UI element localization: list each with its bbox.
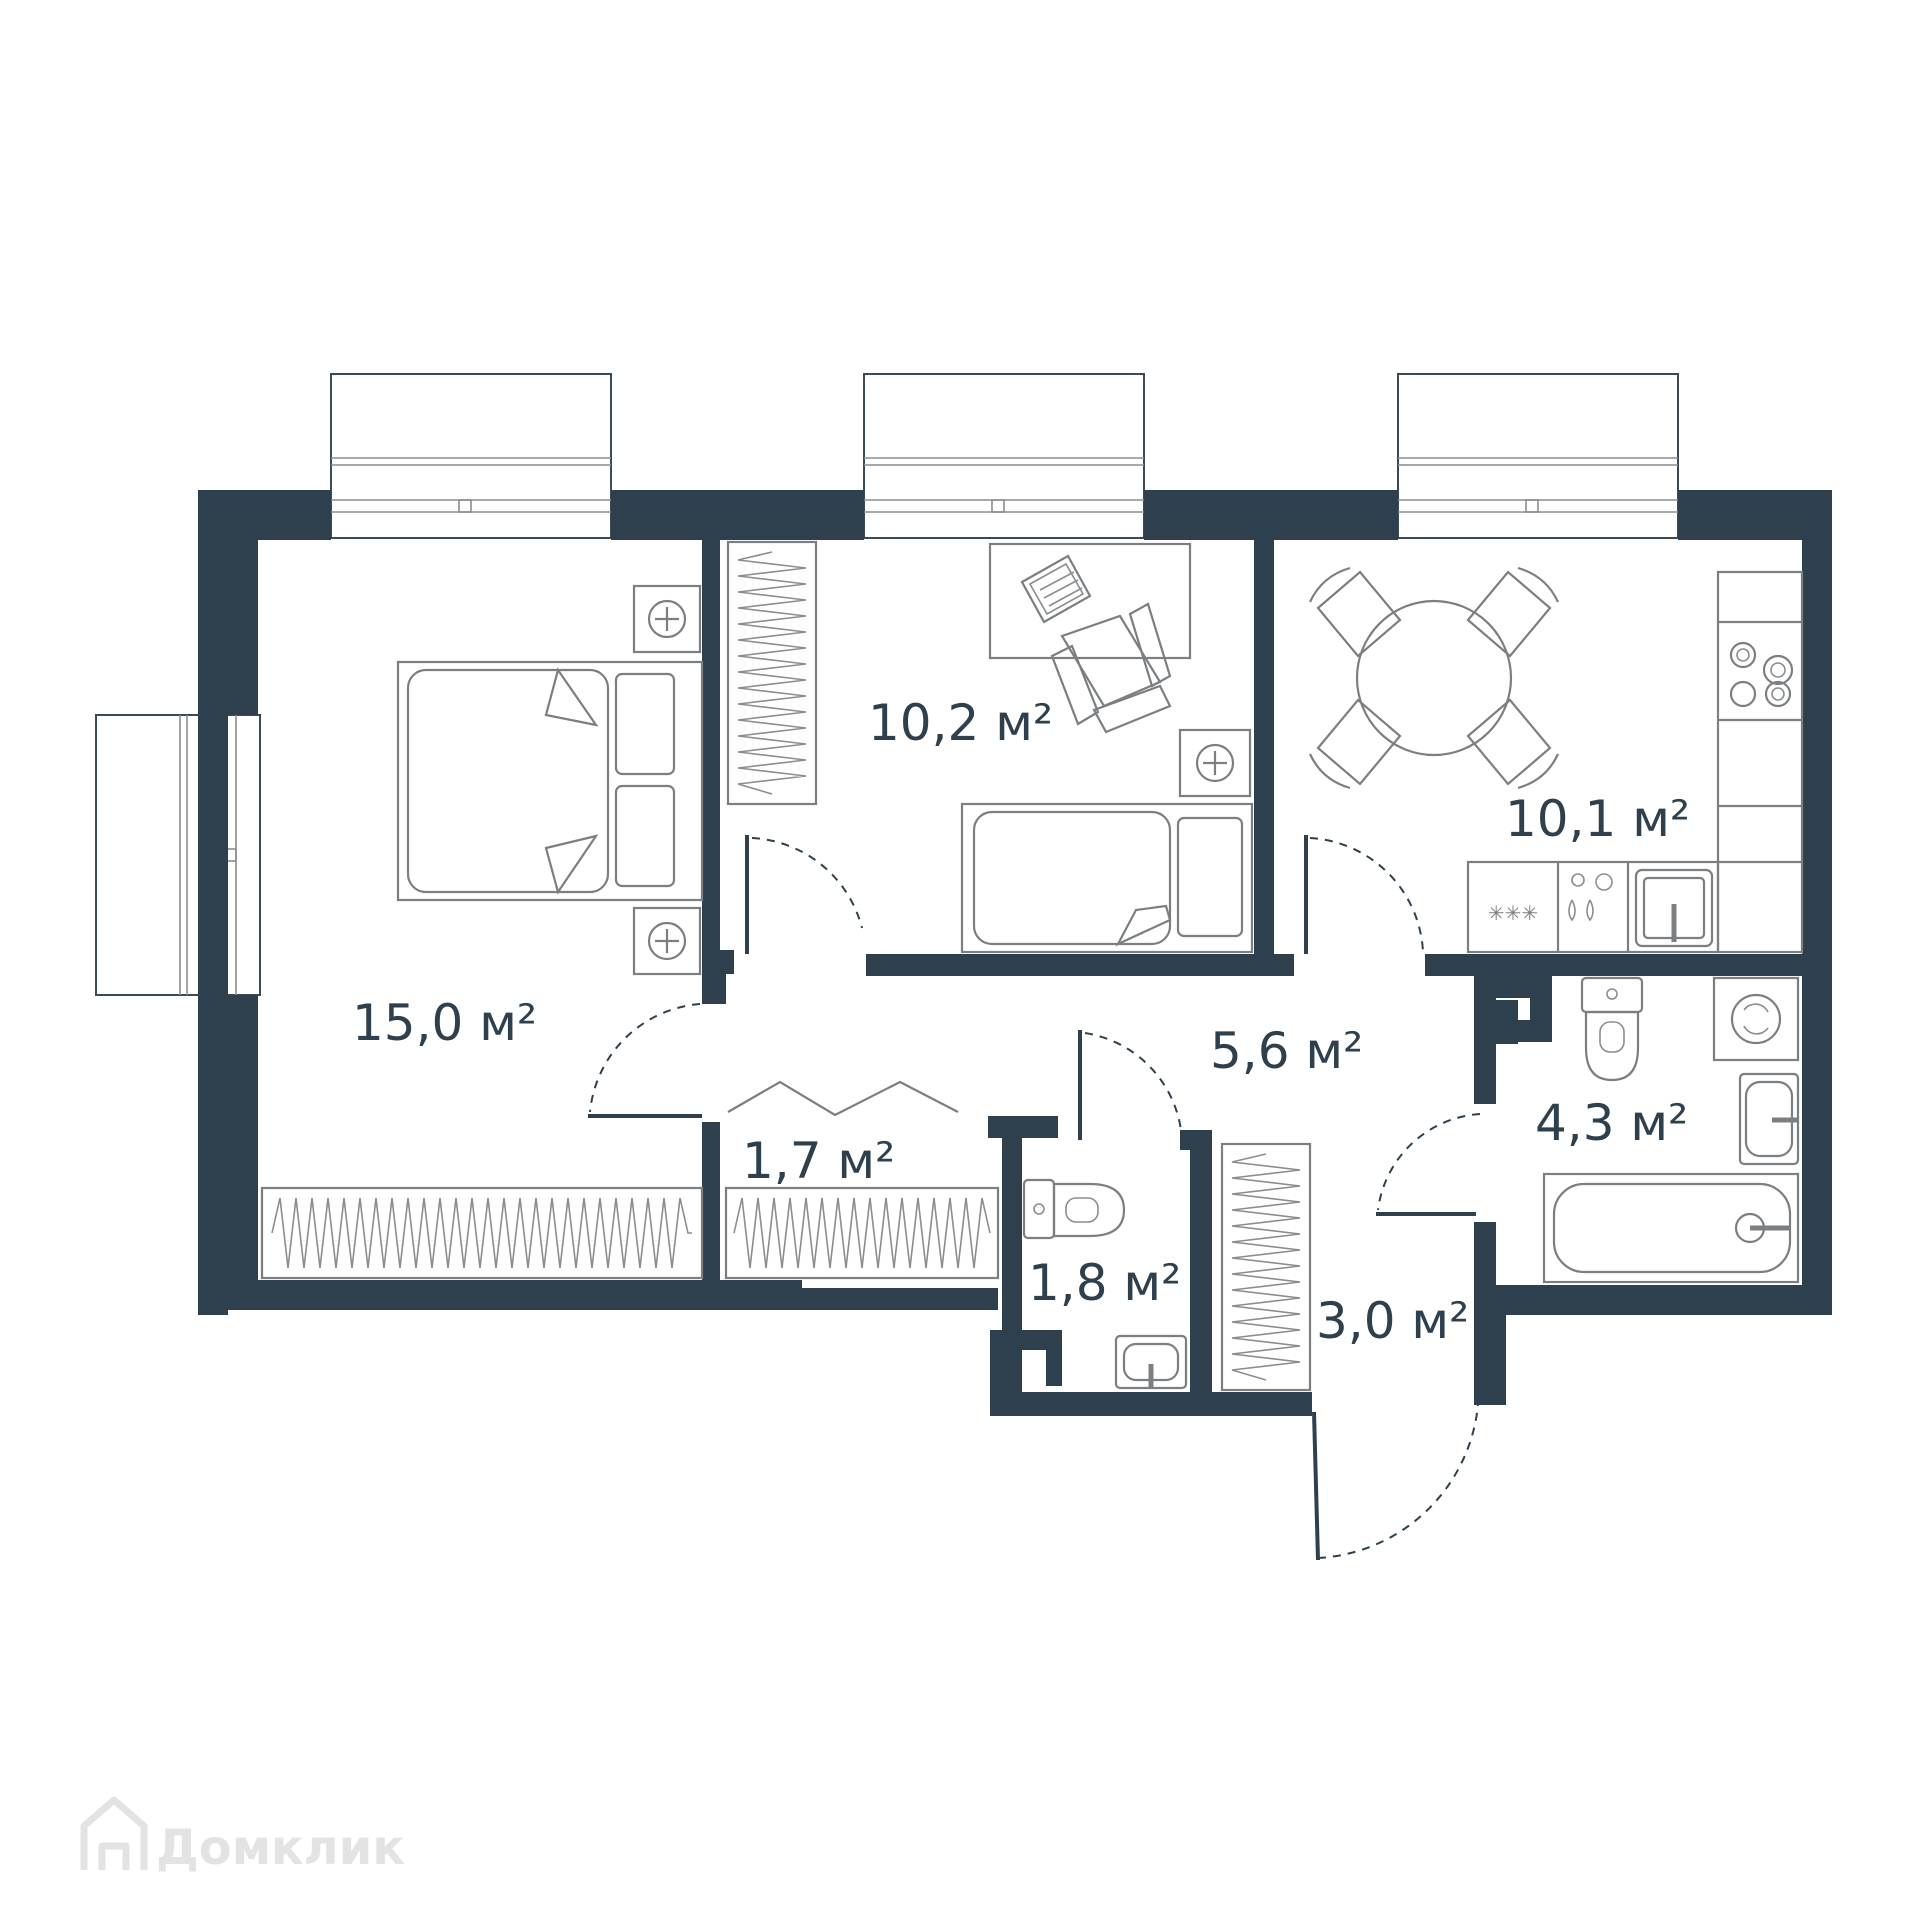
door-wc [1078,1030,1183,1141]
area-label-closet: 1,7 м² [742,1132,895,1190]
desk-icon [988,542,1192,660]
folding-door-icon [727,1080,959,1117]
room-labels: 15,0 м² 10,2 м² 10,1 м² 5,6 м² 4,3 м² 1,… [352,694,1690,1350]
watermark: Домклик [80,1796,405,1876]
area-label-room: 10,2 м² [868,694,1053,752]
wardrobe-room-icon [726,540,818,806]
svg-text:✳✳✳: ✳✳✳ [1488,901,1538,925]
bathtub-icon [1542,1172,1800,1284]
entrance-furniture [1220,1142,1312,1392]
nightstand-bottom-icon [632,906,702,976]
laptop-icon [1020,554,1092,624]
office-chair-icon [1050,602,1172,734]
walls [198,490,1832,1416]
kitchen-counter-bottom [1466,860,1720,954]
door-bedroom [588,1003,702,1118]
dining-table-icon [1309,566,1559,790]
window-bedroom-top [330,373,612,539]
window-room-top [863,373,1145,539]
chair-icon [1309,566,1402,658]
windows [95,373,1679,996]
washing-machine-icon [1712,976,1800,1062]
area-label-entrance: 3,0 м² [1316,1292,1469,1350]
watermark-text: Домклик [156,1820,405,1876]
wc-sink-icon [1114,1334,1188,1390]
bathroom-sink-icon [1738,1072,1800,1166]
toilet-icon [1580,976,1644,1082]
door-bathroom [1376,1113,1481,1216]
stove-icon [1729,641,1794,708]
nightstand-top-icon [632,584,702,654]
window-bedroom-left [95,714,261,996]
wardrobe-bedroom-icon [260,1186,704,1280]
kitchen-counter-right [1716,570,1804,954]
bedroom-furniture [260,584,704,1280]
chair-icon [1466,566,1559,658]
doors [588,835,1481,1561]
area-label-kitchen: 10,1 м² [1505,790,1690,848]
area-label-bedroom: 15,0 м² [352,994,537,1052]
kitchen-sink-icon [1634,868,1714,948]
single-bed-icon [960,802,1254,954]
kitchen-furniture: ✳✳✳ [1309,566,1804,954]
toilet-icon [1022,1178,1126,1240]
wc-furniture [1022,1178,1188,1390]
wardrobe-closet-icon [724,1186,1000,1280]
chair-icon [1466,698,1559,790]
chair-icon [1309,698,1402,790]
bed-icon [396,660,704,902]
area-label-wc: 1,8 м² [1028,1254,1181,1312]
house-logo-icon [80,1796,148,1870]
room-furniture [726,540,1254,954]
snowflake-fridge-icon: ✳✳✳ [1488,901,1538,925]
closet-furniture [724,1080,1000,1280]
door-kitchen [1304,835,1424,954]
window-kitchen-top [1397,373,1679,539]
dishwasher-icon [1568,873,1613,922]
nightstand-room-icon [1178,728,1252,798]
wardrobe-entrance-icon [1220,1142,1312,1392]
door-room [745,835,863,954]
bathroom-furniture [1542,976,1800,1284]
door-entrance [1312,1404,1479,1561]
area-label-bathroom: 4,3 м² [1535,1094,1688,1152]
area-label-hall: 5,6 м² [1210,1022,1363,1080]
